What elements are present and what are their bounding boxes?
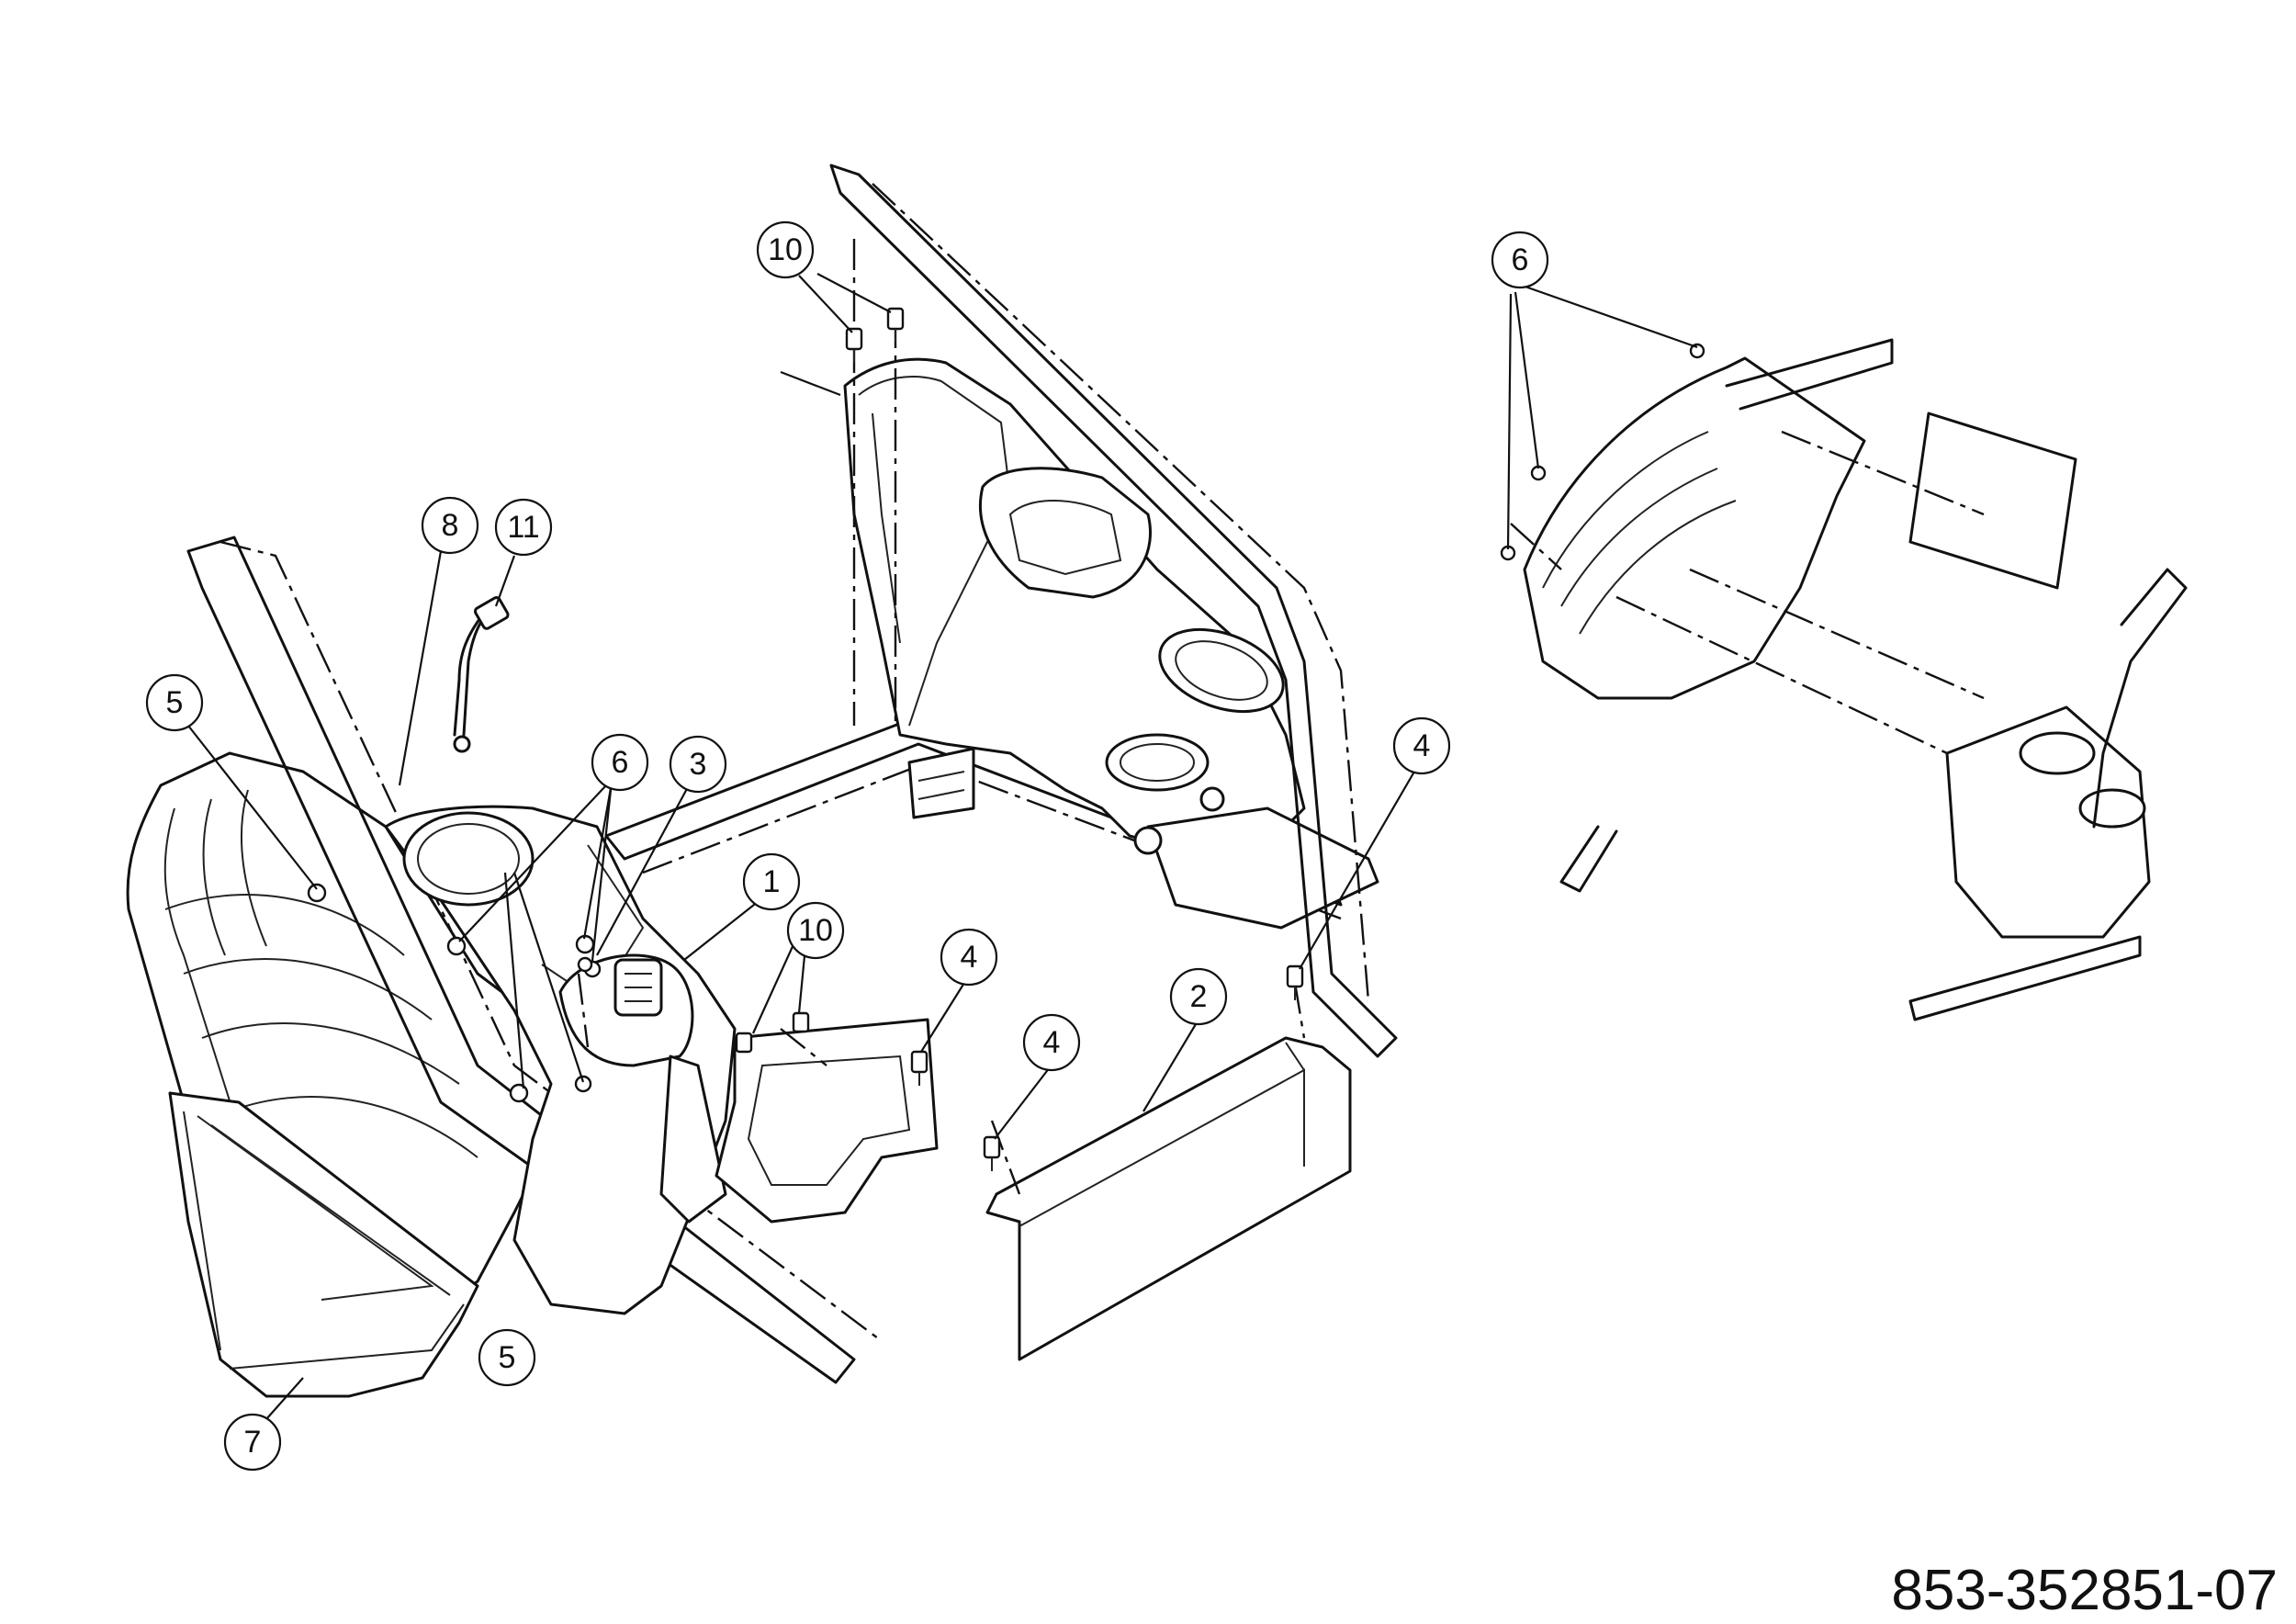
callout-4-center: 4 xyxy=(940,928,998,987)
bolt-6-e xyxy=(1530,465,1547,481)
bolt-5-c xyxy=(574,1075,592,1093)
svg-text:3: 3 xyxy=(690,747,707,782)
svg-text:7: 7 xyxy=(244,1425,262,1460)
callout-6-left: 6 xyxy=(591,733,649,792)
callout-10-center: 10 xyxy=(786,901,845,960)
bolt-5-b xyxy=(509,1083,529,1103)
svg-text:10: 10 xyxy=(798,913,833,948)
svg-text:11: 11 xyxy=(507,510,539,545)
callout-8: 8 xyxy=(421,496,479,555)
storage-bin-part-7 xyxy=(168,1091,479,1398)
fuel-vent-hose-part-11 xyxy=(453,596,510,753)
svg-text:5: 5 xyxy=(166,685,184,720)
callout-6-right: 6 xyxy=(1491,231,1549,289)
center-upright-rail xyxy=(829,164,1398,1058)
callout-10-top: 10 xyxy=(756,220,815,279)
svg-text:1: 1 xyxy=(763,864,781,899)
fuel-cap-assembly-part-1 xyxy=(558,953,727,1224)
callout-4-right: 4 xyxy=(1392,716,1451,775)
callout-4-lower: 4 xyxy=(1022,1013,1081,1072)
svg-text:4: 4 xyxy=(1043,1025,1061,1060)
fuel-tank xyxy=(384,805,737,1315)
bolt-10-c xyxy=(735,1032,753,1054)
svg-text:6: 6 xyxy=(1512,242,1529,277)
svg-text:6: 6 xyxy=(612,745,629,780)
fasteners xyxy=(307,307,1705,1171)
svg-text:8: 8 xyxy=(442,508,459,543)
bolt-4-b xyxy=(983,1135,1001,1171)
callout-5-upper: 5 xyxy=(145,673,204,732)
callout-7: 7 xyxy=(223,1413,282,1472)
assembly-lines xyxy=(577,239,1562,1195)
callout-2: 2 xyxy=(1169,967,1228,1026)
callout-5-lower: 5 xyxy=(478,1328,536,1387)
bolt-10-a xyxy=(845,327,863,363)
floor-pan xyxy=(715,1018,939,1224)
callout-11: 11 xyxy=(494,498,553,557)
bolt-3 xyxy=(577,956,593,973)
bolt-5-a xyxy=(307,883,327,903)
svg-text:2: 2 xyxy=(1190,979,1208,1014)
callout-1: 1 xyxy=(742,852,801,911)
svg-text:10: 10 xyxy=(768,232,803,267)
right-subassembly xyxy=(1523,338,2188,1021)
bolt-4-a xyxy=(910,1050,929,1086)
bolt-6-a xyxy=(446,936,467,956)
svg-text:4: 4 xyxy=(1413,728,1431,763)
bolt-4-c xyxy=(1286,964,1304,1000)
diagram-reference-number: 853-352851-07 xyxy=(1891,1559,2278,1622)
bolt-10-b xyxy=(886,307,905,342)
bolt-10-d xyxy=(792,1011,810,1033)
svg-text:5: 5 xyxy=(499,1340,516,1375)
svg-text:4: 4 xyxy=(961,940,978,975)
side-panel-part-2 xyxy=(985,1036,1352,1361)
rear-console-body xyxy=(843,357,1379,930)
bolt-6-d xyxy=(1689,343,1705,359)
callout-3: 3 xyxy=(669,735,727,794)
